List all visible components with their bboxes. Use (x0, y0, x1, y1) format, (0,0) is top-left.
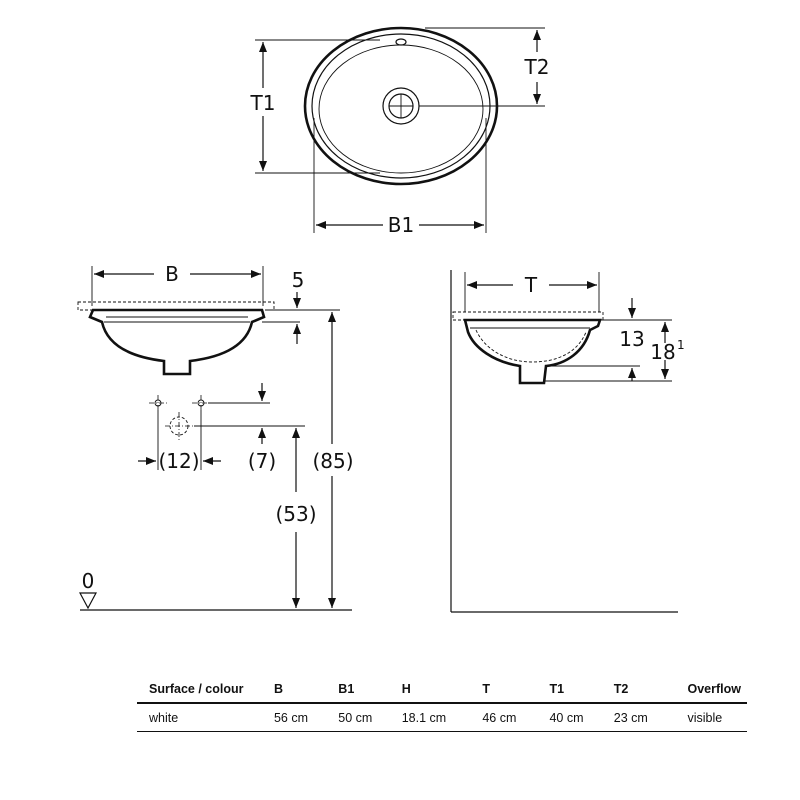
cell-overflow: visible (675, 703, 747, 732)
header-t: T (470, 676, 538, 704)
label-5: 5 (292, 268, 305, 292)
tap-centerlines (149, 395, 305, 470)
label-85: (85) (312, 449, 353, 473)
header-t1: T1 (537, 676, 602, 704)
cell-t2: 23 cm (601, 703, 676, 732)
table-row: white 56 cm 50 cm 18.1 cm 46 cm 40 cm 23… (137, 703, 747, 732)
label-18-sup: 1 (677, 338, 685, 352)
side-view: T 13 18 1 (450, 270, 685, 613)
front-view: B 5 (85) (77, 262, 354, 611)
table-header-row: Surface / colour B B1 H T T1 T2 Overflow (137, 676, 747, 704)
cell-b1: 50 cm (326, 703, 390, 732)
cell-t: 46 cm (470, 703, 538, 732)
header-t2: T2 (601, 676, 676, 704)
label-b1: B1 (388, 213, 414, 237)
cell-surface-colour: white (137, 703, 262, 732)
header-b1: B1 (326, 676, 390, 704)
specification-table: Surface / colour B B1 H T T1 T2 Overflow… (137, 676, 747, 732)
label-t2: T2 (524, 55, 550, 79)
label-53: (53) (275, 502, 316, 526)
cell-b: 56 cm (261, 703, 327, 732)
label-13: 13 (619, 327, 644, 351)
top-view: T1 T2 B1 (250, 26, 550, 237)
header-surface-colour: Surface / colour (137, 676, 262, 704)
header-overflow: Overflow (675, 676, 747, 704)
label-b: B (165, 262, 179, 286)
basin-side-profile (463, 318, 602, 385)
label-0: 0 (82, 569, 95, 593)
overflow-hole (395, 38, 407, 46)
cell-t1: 40 cm (537, 703, 602, 732)
cell-h: 18.1 cm (389, 703, 471, 732)
label-12: (12) (158, 449, 199, 473)
floor-level-marker (79, 592, 97, 610)
basin-front-profile (88, 308, 266, 376)
label-t: T (524, 273, 538, 297)
label-18: 18 (650, 340, 675, 364)
header-b: B (261, 676, 327, 704)
technical-drawing: T1 T2 B1 B 5 (85) (77, 26, 685, 613)
header-h: H (389, 676, 471, 704)
label-7: (7) (248, 449, 276, 473)
label-t1: T1 (250, 91, 276, 115)
